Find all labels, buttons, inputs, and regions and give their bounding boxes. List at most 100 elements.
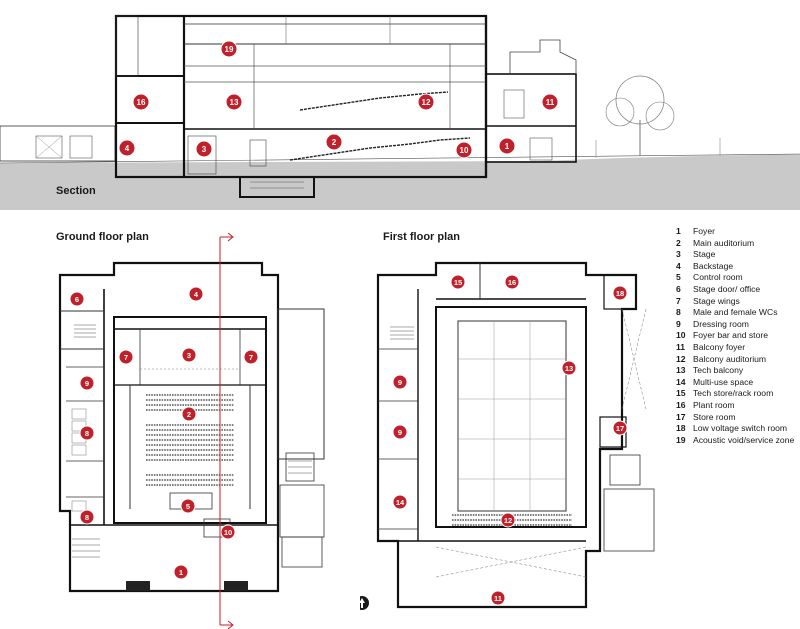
ground-marker-label: 9	[85, 379, 89, 388]
ground-marker-label: 4	[194, 290, 199, 299]
legend-label: Dressing room	[693, 318, 749, 329]
legend-number: 16	[676, 399, 686, 410]
section-marker	[195, 140, 213, 158]
first-marker	[392, 374, 408, 390]
legend-label: Balcony auditorium	[693, 353, 767, 364]
ground-marker	[69, 291, 85, 307]
legend-label: Balcony foyer	[693, 341, 746, 352]
legend-number: 14	[676, 376, 686, 387]
legend-label: Acoustic void/service zone	[693, 434, 795, 445]
ground-marker	[180, 498, 196, 514]
legend-label: Store room	[693, 411, 736, 422]
legend-item: 18 Low voltage switch room	[676, 423, 800, 435]
first-marker-label: 11	[494, 594, 502, 603]
legend-item: 9 Dressing room	[676, 319, 800, 331]
legend-number: 17	[676, 411, 686, 422]
legend-label: Tech balcony	[693, 365, 744, 376]
legend-number: 18	[676, 423, 686, 434]
legend-label: Stage door/ office	[693, 283, 761, 294]
legend-item: 2 Main auditorium	[676, 238, 800, 250]
legend-label: Male and female WCs	[693, 307, 778, 318]
section-marker-label: 12	[422, 98, 431, 107]
legend-number: 9	[676, 318, 681, 329]
legend-label: Low voltage switch room	[693, 423, 788, 434]
legend-label: Foyer bar and store	[693, 330, 768, 341]
ground-marker	[79, 509, 95, 525]
section-marker	[132, 93, 150, 111]
ground-marker-label: 7	[124, 353, 128, 362]
legend-number: 7	[676, 295, 681, 306]
legend-number: 2	[676, 237, 681, 248]
legend-number: 10	[676, 330, 686, 341]
section-marker	[225, 93, 243, 111]
ground-marker	[181, 347, 197, 363]
legend-label: Foyer	[693, 226, 715, 236]
ground-marker-label: 8	[85, 513, 89, 522]
section-marker-label: 2	[332, 138, 337, 147]
section-marker	[118, 139, 136, 157]
section-marker	[455, 141, 473, 159]
legend-item: 15 Tech store/rack room	[676, 388, 800, 400]
ground-marker	[173, 564, 189, 580]
legend-number: 4	[676, 260, 681, 271]
legend-number: 6	[676, 283, 681, 294]
ground-marker-label: 7	[249, 353, 253, 362]
first-marker	[612, 285, 628, 301]
legend-item: 1 Foyer	[676, 226, 800, 238]
section-marker	[417, 93, 435, 111]
section-marker	[220, 40, 238, 58]
ground-mass	[0, 154, 800, 210]
legend-label: Stage	[693, 249, 716, 260]
room-legend: 1 Foyer 2 Main auditorium 3 Stage 4 Backstag…	[676, 226, 800, 446]
legend-number: 3	[676, 249, 681, 260]
first-marker	[490, 590, 506, 606]
legend-label: Tech store/rack room	[693, 388, 774, 399]
first-marker	[504, 274, 520, 290]
section-marker-label: 16	[137, 98, 146, 107]
ground-floor-title: Ground floor plan	[56, 231, 149, 243]
ground-marker-label: 8	[85, 429, 89, 438]
section-marker-label: 13	[230, 98, 239, 107]
legend-label: Plant room	[693, 399, 735, 410]
ground-marker	[243, 349, 259, 365]
first-marker-label: 15	[454, 278, 462, 287]
ground-marker	[79, 425, 95, 441]
legend-label: Main auditorium	[693, 237, 755, 248]
legend-item: 11 Balcony foyer	[676, 342, 800, 354]
ground-marker	[79, 375, 95, 391]
legend-item: 4 Backstage	[676, 261, 800, 273]
first-marker-label: 9	[398, 428, 402, 437]
first-marker-label: 17	[616, 424, 624, 433]
section-marker-label: 19	[225, 45, 234, 54]
first-marker	[392, 494, 408, 510]
legend-label: Backstage	[693, 260, 734, 271]
legend-number: 11	[676, 341, 686, 352]
section-marker	[498, 137, 516, 155]
ground-marker-label: 6	[75, 295, 79, 304]
legend-number: 1	[676, 226, 681, 236]
legend-item: 6 Stage door/ office	[676, 284, 800, 296]
first-marker	[612, 420, 628, 436]
first-floor-title: First floor plan	[383, 231, 460, 243]
section-marker-label: 4	[125, 144, 130, 153]
legend-number: 15	[676, 388, 686, 399]
ground-marker	[118, 349, 134, 365]
first-marker-label: 13	[565, 364, 573, 373]
legend-item: 10 Foyer bar and store	[676, 330, 800, 342]
first-marker	[392, 424, 408, 440]
section-marker	[541, 93, 559, 111]
north-arrow-icon	[360, 596, 369, 610]
section-marker-label: 11	[546, 98, 555, 107]
first-marker-label: 9	[398, 378, 402, 387]
legend-label: Stage wings	[693, 295, 740, 306]
ground-marker-label: 5	[186, 502, 190, 511]
ground-marker-label: 3	[187, 351, 191, 360]
legend-number: 8	[676, 307, 681, 318]
first-marker-label: 18	[616, 289, 624, 298]
ground-marker	[220, 524, 236, 540]
section-drawing: 19 16 13 12 11 4 3 2 10 1	[0, 14, 800, 210]
